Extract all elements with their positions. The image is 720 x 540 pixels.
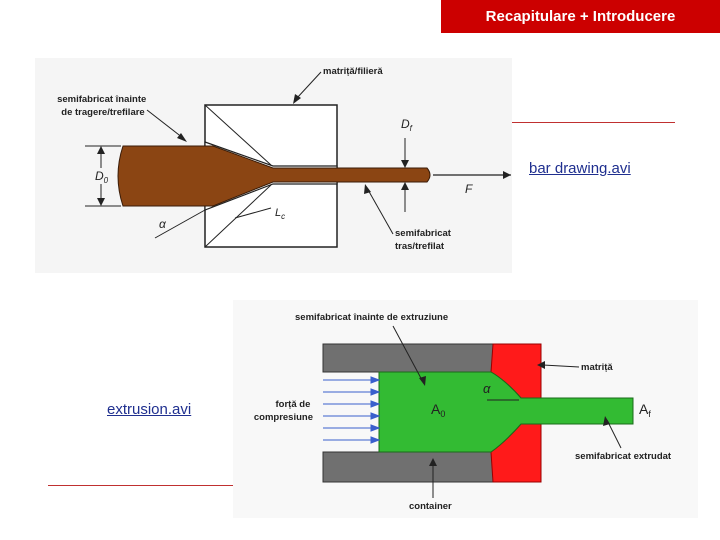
before-extrusion-label: semifabricat înainte de extruziune — [295, 312, 448, 323]
die-label: matriță/filieră — [323, 66, 383, 77]
after-drawing-label: semifabricat tras/trefilat — [395, 228, 454, 252]
bar-drawing-diagram: D0 Df F α Lc matriță/filieră semifabrica… — [57, 66, 511, 252]
container-bottom-wall — [322, 451, 494, 483]
slide-title: Recapitulare + Introducere — [441, 0, 720, 33]
compression-arrows — [323, 376, 381, 444]
bar-drawing-video-link[interactable]: bar drawing.avi — [529, 160, 631, 177]
a0-label: A0 — [431, 401, 445, 419]
billet — [117, 145, 431, 207]
force-label: F — [465, 182, 473, 196]
extruded-label: semifabricat extrudat — [575, 451, 672, 462]
extrusion-billet — [378, 371, 634, 453]
divider-line-bottom — [48, 485, 233, 486]
container-label: container — [409, 501, 452, 512]
force-label: forță de compresiune — [254, 399, 313, 423]
lc-label: Lc — [275, 207, 285, 221]
container-top-wall — [322, 343, 494, 373]
divider-line-top — [510, 122, 675, 123]
af-label: Af — [639, 401, 651, 419]
extrusion-alpha-label: α — [483, 381, 491, 396]
alpha-label: α — [159, 217, 167, 231]
extrusion-die-label: matriță — [581, 362, 613, 373]
before-drawing-label: semifabricat înainte de tragere/trefilar… — [57, 94, 149, 118]
df-label: Df — [401, 117, 413, 133]
extrusion-diagram: A0 Af α semifabricat înainte de extruziu… — [254, 312, 672, 512]
extrusion-video-link[interactable]: extrusion.avi — [107, 401, 192, 418]
d0-label: D0 — [95, 169, 109, 185]
